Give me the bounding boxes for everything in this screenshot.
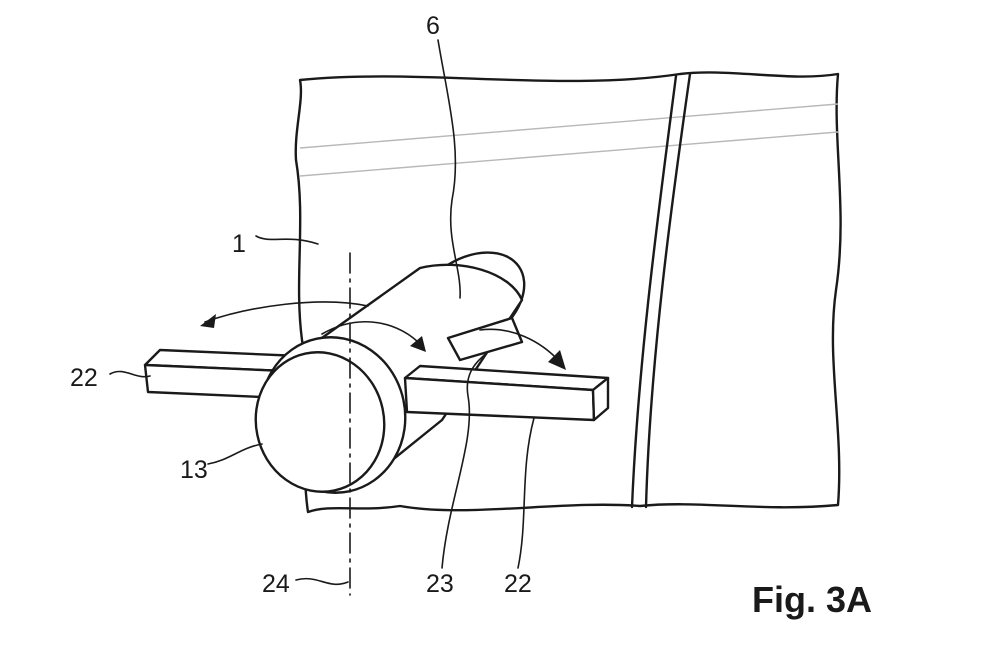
leader-23	[441, 351, 489, 569]
rotation-arrows	[200, 301, 566, 370]
leader-6	[437, 39, 461, 299]
cap-face	[254, 351, 386, 493]
leader-22-right	[517, 417, 535, 569]
label-22-left: 22	[70, 364, 98, 392]
leader-1	[255, 235, 319, 245]
label-23: 23	[426, 570, 454, 598]
label-13: 13	[180, 456, 208, 484]
label-22-right: 22	[504, 570, 532, 598]
bar-left	[143, 348, 302, 400]
label-6: 6	[426, 12, 440, 40]
arrow-left-head	[200, 314, 216, 328]
leader-13	[207, 443, 263, 465]
arrow-left-arc	[204, 301, 369, 323]
groove-line-b	[644, 72, 692, 509]
arrow-right-arc	[479, 328, 561, 363]
arrow-middle-arc	[321, 321, 423, 347]
arrow-right-head	[548, 350, 566, 370]
bar-right	[403, 364, 610, 422]
label-1: 1	[232, 230, 246, 258]
leader-24	[295, 577, 349, 586]
wall-line-upper	[299, 103, 839, 149]
label-24: 24	[262, 570, 290, 598]
bar-right-end	[591, 376, 610, 422]
leader-lines	[109, 39, 535, 586]
figure-caption: Fig. 3A	[752, 579, 872, 620]
arrow-middle-head	[410, 336, 426, 352]
leader-22-left	[109, 370, 151, 378]
slot	[446, 316, 524, 362]
groove-line-a	[630, 74, 678, 509]
wall-line-lower	[299, 131, 839, 177]
cap	[254, 336, 407, 494]
